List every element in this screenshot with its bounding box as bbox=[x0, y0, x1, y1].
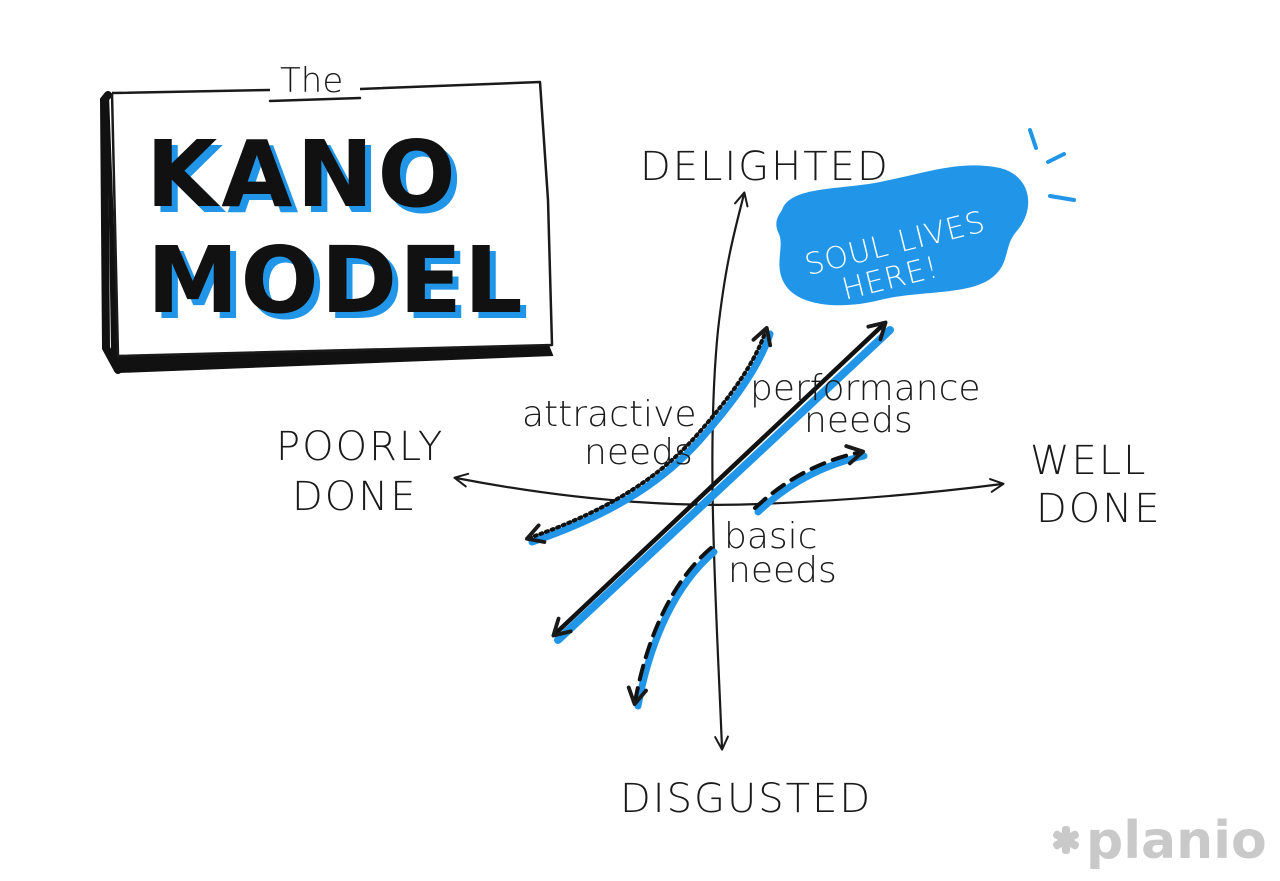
title-prefix: The bbox=[280, 61, 343, 101]
title-line1: KANO bbox=[146, 121, 460, 228]
axis-label-bottom: DISGUSTED bbox=[620, 776, 872, 822]
brand-name: planio bbox=[1086, 811, 1267, 871]
basic-label-line1: basic bbox=[724, 516, 817, 557]
basic-label-line2: needs bbox=[728, 550, 837, 591]
cloud-shape bbox=[776, 165, 1029, 306]
attractive-label-line2: needs bbox=[584, 432, 693, 473]
title-line1-shadow: KANO bbox=[152, 127, 466, 234]
basic-needs-curve bbox=[626, 444, 868, 710]
soul-cloud: SOUL LIVES HERE! bbox=[776, 128, 1076, 308]
basic-line-lower bbox=[626, 546, 713, 707]
asterisk-icon bbox=[1052, 826, 1080, 854]
sparkle-line bbox=[1048, 194, 1076, 202]
basic-line-upper bbox=[753, 444, 866, 510]
the-underline bbox=[268, 96, 362, 103]
title-box-frame bbox=[110, 80, 554, 358]
title-box-left-edge bbox=[99, 91, 122, 374]
axis-label-left-line1: POORLY bbox=[276, 424, 444, 470]
attractive-line bbox=[524, 325, 773, 544]
axis-label-right-line2: DONE bbox=[1036, 486, 1161, 532]
performance-label-line1: performance bbox=[750, 368, 981, 409]
sparkle-line bbox=[1046, 152, 1066, 164]
sparkle-line bbox=[1028, 128, 1038, 150]
axis-label-right-line1: WELL bbox=[1030, 438, 1147, 484]
performance-label-line2: needs bbox=[804, 400, 913, 441]
title-line2-shadow: MODEL bbox=[153, 233, 531, 340]
attractive-needs-curve bbox=[524, 325, 774, 546]
title-box: The KANO KANO MODEL MODEL bbox=[99, 61, 554, 374]
title-line2: MODEL bbox=[147, 227, 525, 334]
attractive-label-line1: attractive bbox=[522, 394, 697, 435]
axis-label-top: DELIGHTED bbox=[640, 144, 890, 190]
planio-logo: planio bbox=[1052, 811, 1267, 871]
axis-label-left-line2: DONE bbox=[292, 474, 417, 520]
